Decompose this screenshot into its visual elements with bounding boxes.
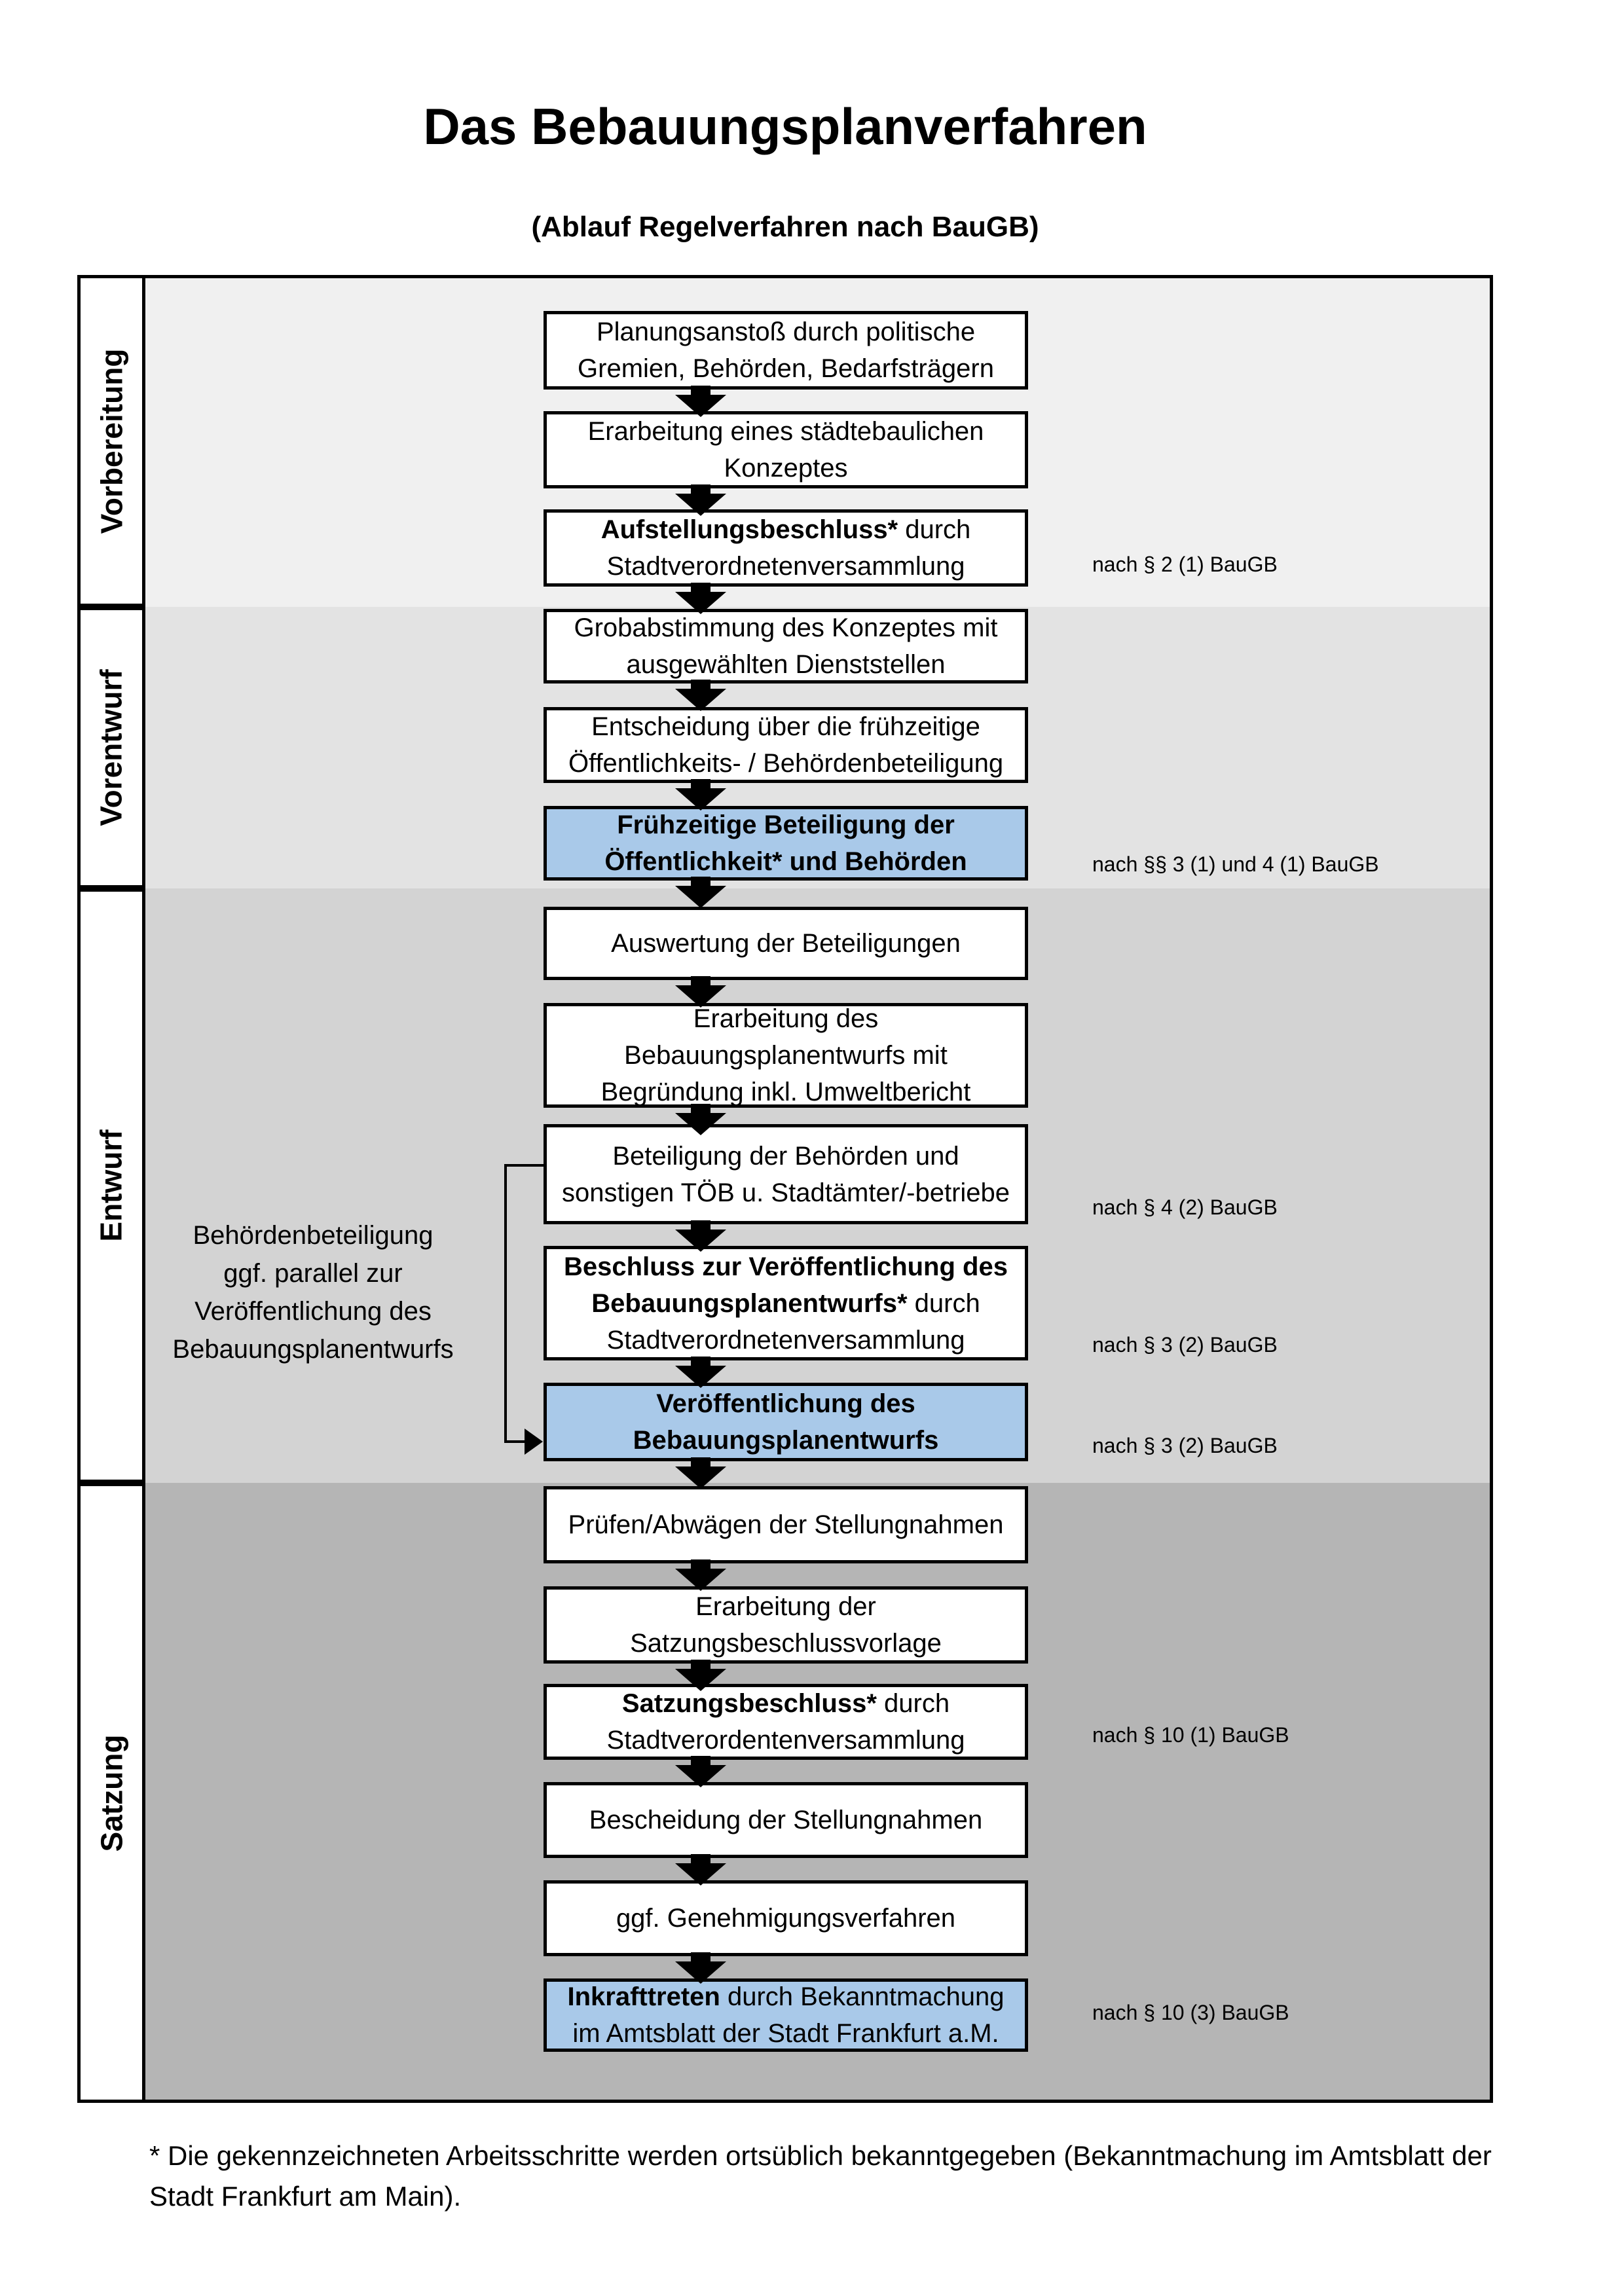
parallel-connector-vertical-segment <box>504 1164 507 1443</box>
step-line: Bebauungsplanentwurfs <box>633 1426 939 1455</box>
legal-ref-veroeffentlichungsbeschluss: nach § 3 (2) BauGB <box>1092 1333 1278 1357</box>
down-arrow-icon <box>675 1765 726 1787</box>
step-satzungsbeschluss: Satzungsbeschluss* durch Stadtverordente… <box>544 1684 1028 1760</box>
step-line: Konzeptes <box>724 454 848 483</box>
section-label-vorbereitung: Vorbereitung <box>77 275 145 607</box>
down-arrow-icon <box>675 1467 726 1489</box>
step-line: Auswertung der Beteiligungen <box>611 929 961 958</box>
footnote: * Die gekennzeichneten Arbeitsschritte w… <box>149 2140 1492 2212</box>
step-line: Erarbeitung des <box>693 1004 879 1033</box>
down-arrow-icon <box>675 1230 726 1252</box>
step-line: Öffentlichkeits- / Behördenbeteiligung <box>568 749 1004 778</box>
step-line: Frühzeitige Beteiligung der <box>617 811 955 839</box>
step-behoerden-beteiligung: Beteiligung der Behörden und sonstigen T… <box>544 1124 1028 1224</box>
legal-ref-veroeffentlichung: nach § 3 (2) BauGB <box>1092 1434 1278 1457</box>
step-line: Satzungsbeschlussvorlage <box>630 1629 942 1658</box>
down-arrow-icon <box>675 1863 726 1886</box>
page-title: Das Bebauungsplanverfahren <box>423 98 1147 155</box>
section-label-text: Vorbereitung <box>94 348 129 534</box>
legal-ref-fruehzeitige-beteiligung: nach §§ 3 (1) und 4 (1) BauGB <box>1092 852 1379 876</box>
step-veroeffentlichung-entwurf: Veröffentlichung des Bebauungsplanentwur… <box>544 1383 1028 1461</box>
step-inkrafttreten: Inkrafttreten durch Bekanntmachung im Am… <box>544 1978 1028 2052</box>
step-line: Bescheidung der Stellungnahmen <box>589 1806 983 1834</box>
step-line: ausgewählten Dienststellen <box>626 650 946 679</box>
step-line: im Amtsblatt der Stadt Frankfurt a.M. <box>572 2019 999 2048</box>
step-line: Beschluss zur Veröffentlichung des <box>564 1252 1008 1281</box>
step-line: ggf. Genehmigungsverfahren <box>616 1904 956 1933</box>
step-line: Entscheidung über die frühzeitige <box>591 712 980 741</box>
down-arrow-icon <box>675 1961 726 1984</box>
step-line: Gremien, Behörden, Bedarfsträgern <box>578 354 994 383</box>
step-line: Aufstellungsbeschluss* durch <box>600 515 971 544</box>
section-label-text: Satzung <box>94 1734 129 1851</box>
parallel-connector-bottom-segment <box>504 1440 526 1443</box>
step-line: sonstigen TÖB u. Stadtämter/-betriebe <box>561 1178 1010 1207</box>
step-line: Erarbeitung eines städtebaulichen <box>587 417 984 446</box>
down-arrow-icon <box>675 1569 726 1591</box>
step-bebauungsplanentwurf-erarbeitung: Erarbeitung des Bebauungsplanentwurfs mi… <box>544 1003 1028 1108</box>
step-line: Veröffentlichung des <box>656 1389 915 1418</box>
step-line: Erarbeitung der <box>695 1592 876 1621</box>
legal-ref-aufstellungsbeschluss: nach § 2 (1) BauGB <box>1092 553 1278 576</box>
section-label-satzung: Satzung <box>77 1483 145 2103</box>
step-planungsanstoss: Planungsanstoß durch politische Gremien,… <box>544 311 1028 390</box>
step-veroeffentlichungsbeschluss: Beschluss zur Veröffentlichung des Bebau… <box>544 1246 1028 1360</box>
step-grobabstimmung: Grobabstimmung des Konzeptes mit ausgewä… <box>544 609 1028 683</box>
step-line: Stadtverordnetenversammlung <box>606 552 965 581</box>
down-arrow-icon <box>675 1113 726 1135</box>
down-arrow-icon <box>675 395 726 417</box>
legal-ref-behoerdenbeteiligung: nach § 4 (2) BauGB <box>1092 1195 1278 1219</box>
step-entscheidung-fruehzeitige-beteiligung: Entscheidung über die frühzeitige Öffent… <box>544 707 1028 783</box>
step-fruehzeitige-beteiligung: Frühzeitige Beteiligung der Öffentlichke… <box>544 806 1028 881</box>
step-line: Satzungsbeschluss* durch <box>621 1689 950 1718</box>
step-konzept-erarbeitung: Erarbeitung eines städtebaulichen Konzep… <box>544 411 1028 488</box>
step-line: Begründung inkl. Umweltbericht <box>600 1078 971 1106</box>
down-arrow-icon <box>675 494 726 516</box>
down-arrow-icon <box>675 985 726 1008</box>
down-arrow-icon <box>675 689 726 711</box>
step-genehmigungsverfahren: ggf. Genehmigungsverfahren <box>544 1880 1028 1956</box>
step-pruefen-abwaegen: Prüfen/Abwägen der Stellungnahmen <box>544 1486 1028 1563</box>
down-arrow-icon <box>675 788 726 811</box>
down-arrow-icon <box>675 1366 726 1388</box>
page-subtitle: (Ablauf Regelverfahren nach BauGB) <box>531 211 1039 243</box>
legal-ref-inkrafttreten: nach § 10 (3) BauGB <box>1092 2001 1289 2024</box>
step-line: Planungsanstoß durch politische <box>596 318 976 346</box>
section-label-entwurf: Entwurf <box>77 888 145 1483</box>
step-satzungsbeschlussvorlage: Erarbeitung der Satzungsbeschlussvorlage <box>544 1586 1028 1664</box>
step-bescheidung-stellungnahmen: Bescheidung der Stellungnahmen <box>544 1782 1028 1858</box>
step-line: Bebauungsplanentwurfs* durch <box>591 1288 980 1318</box>
step-line: Stadtverordentenversammlung <box>606 1726 965 1755</box>
step-line: Grobabstimmung des Konzeptes mit <box>574 613 998 642</box>
section-label-vorentwurf: Vorentwurf <box>77 607 145 888</box>
step-aufstellungsbeschluss: Aufstellungsbeschluss* durch Stadtverord… <box>544 509 1028 587</box>
step-line: Bebauungsplanentwurfs mit <box>624 1041 948 1070</box>
step-auswertung-beteiligungen: Auswertung der Beteiligungen <box>544 907 1028 980</box>
step-line: Inkrafttreten durch Bekanntmachung <box>567 1982 1005 2011</box>
step-line: Prüfen/Abwägen der Stellungnahmen <box>568 1510 1004 1539</box>
step-line: Stadtverordnetenversammlung <box>606 1325 965 1355</box>
step-line: Beteiligung der Behörden und <box>612 1141 959 1171</box>
section-label-text: Entwurf <box>94 1129 129 1242</box>
down-arrow-icon <box>675 592 726 614</box>
legal-ref-satzungsbeschluss: nach § 10 (1) BauGB <box>1092 1723 1289 1747</box>
down-arrow-icon <box>675 886 726 908</box>
parallel-connector-arrowhead-icon <box>525 1429 543 1455</box>
section-label-text: Vorentwurf <box>94 669 128 826</box>
step-line: Öffentlichkeit* und Behörden <box>604 847 967 876</box>
down-arrow-icon <box>675 1669 726 1691</box>
parallel-procedure-note: Behördenbeteiligung ggf. parallel zur Ve… <box>172 1221 454 1364</box>
parallel-connector-top-segment <box>504 1164 544 1167</box>
